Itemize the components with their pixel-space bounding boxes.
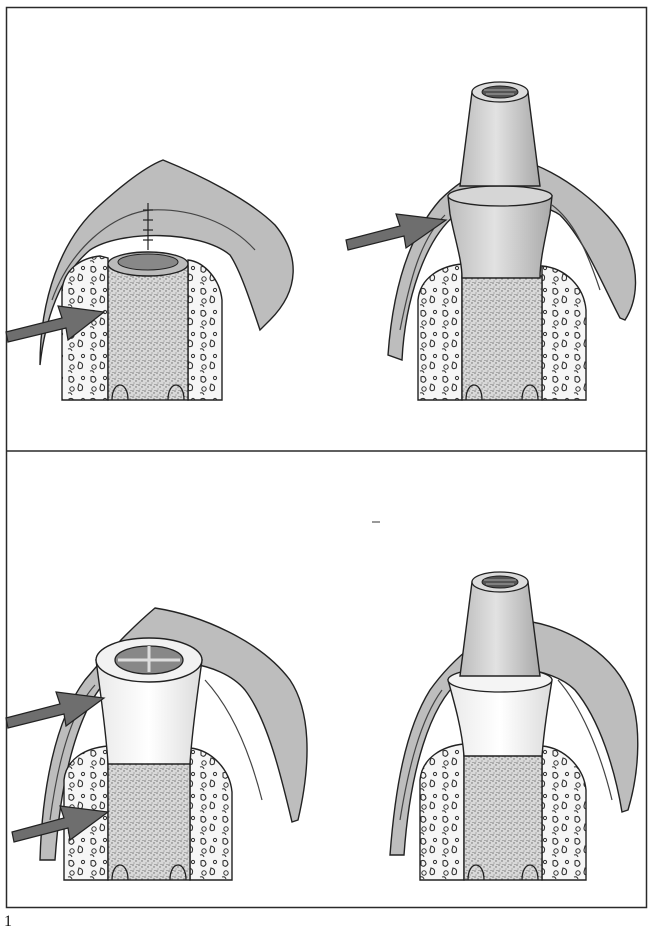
bone-right xyxy=(542,266,586,400)
implant-body xyxy=(462,276,542,400)
panel-bottom-right xyxy=(390,572,638,880)
bone-right xyxy=(190,748,232,880)
panel-top-left xyxy=(6,160,293,400)
implant-body xyxy=(108,760,190,880)
panel-top-right xyxy=(346,82,636,400)
abutment-collar xyxy=(448,196,552,278)
arrow-icon xyxy=(6,692,104,728)
abutment-post xyxy=(460,92,540,186)
abutment-post xyxy=(460,582,540,676)
implant-body xyxy=(464,752,542,880)
bone-left xyxy=(418,264,462,400)
panel-bottom-left xyxy=(6,608,307,880)
implant-body xyxy=(108,266,188,400)
bone-right xyxy=(542,746,586,880)
page-number: 1 xyxy=(4,912,12,932)
bone-right xyxy=(188,260,222,400)
bone-left xyxy=(420,744,464,880)
